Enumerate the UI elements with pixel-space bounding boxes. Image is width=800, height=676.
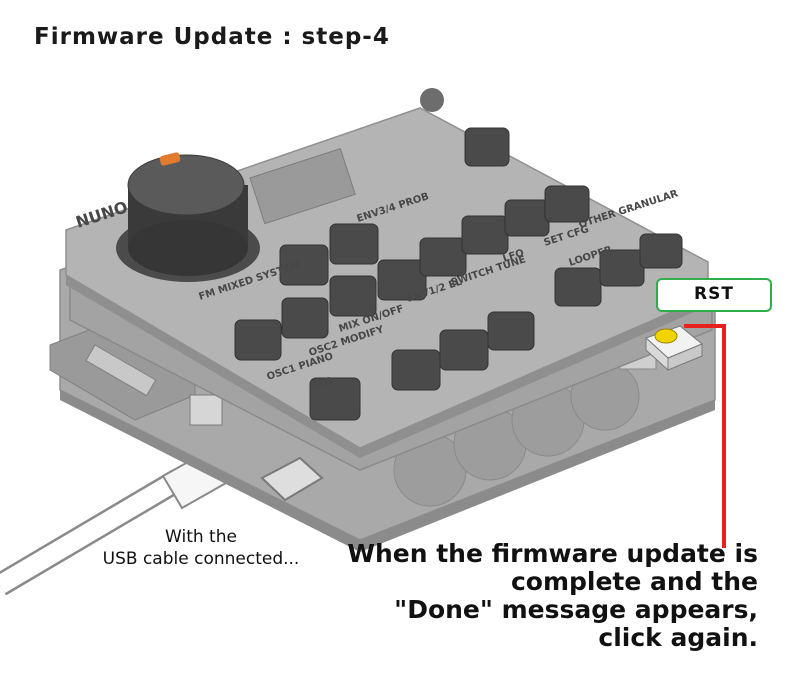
rst-lead-line — [684, 324, 726, 548]
page-title: Firmware Update : step-4 — [34, 24, 390, 50]
cable-caption-line: With the — [165, 527, 237, 547]
instruction-line: complete and the — [510, 567, 758, 596]
usb-c-plug — [260, 456, 324, 502]
instruction-line: When the firmware update is — [347, 539, 758, 568]
instruction-line: "Done" message appears, — [394, 595, 758, 624]
rst-callout: RST — [656, 278, 772, 312]
rotary-knob — [116, 152, 260, 282]
panel-buttons — [234, 127, 683, 421]
left-connector — [49, 321, 223, 426]
instruction-line: click again. — [598, 623, 758, 652]
rst-switch — [645, 325, 703, 372]
instruction-text: When the firmware update is complete and… — [330, 540, 758, 652]
cable-caption: With the USB cable connected... — [96, 526, 306, 570]
cable-caption-line: USB cable connected... — [102, 549, 300, 569]
